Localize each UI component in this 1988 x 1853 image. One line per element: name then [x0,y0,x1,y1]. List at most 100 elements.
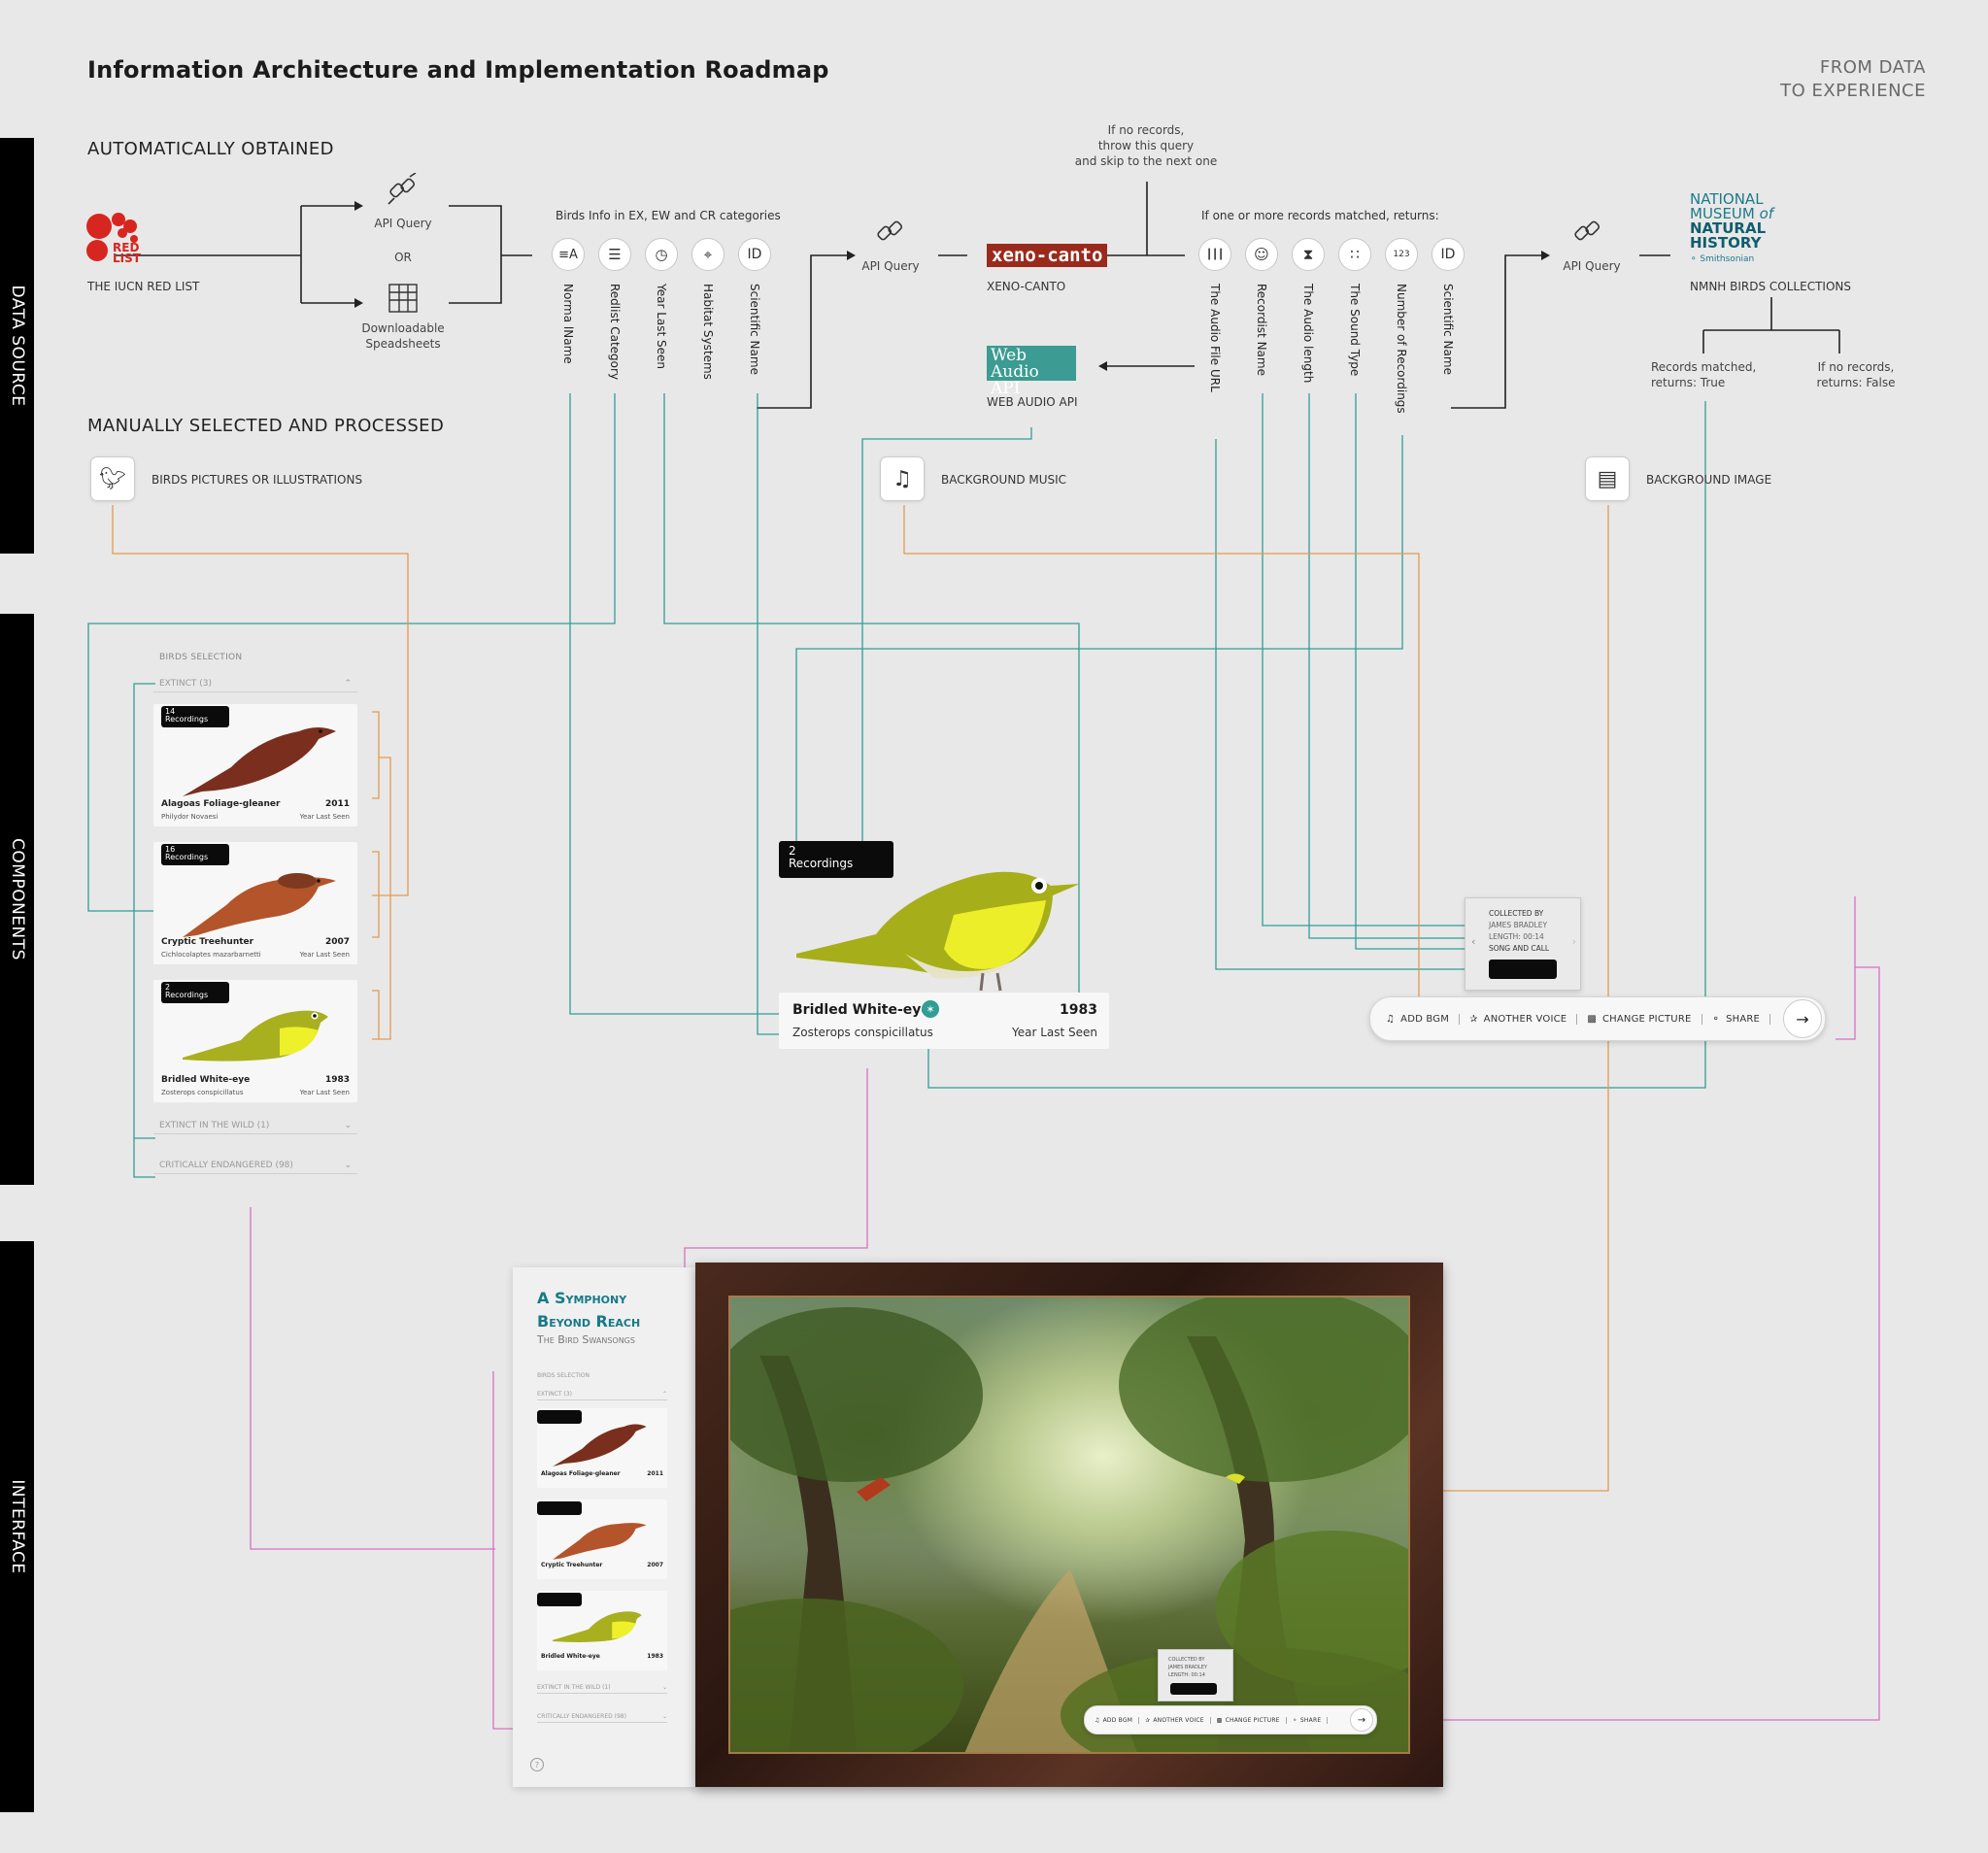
selection-heading: BIRDS SELECTION [159,653,243,662]
clock-icon: ◷ [645,238,678,271]
web-audio-label: WEB AUDIO API [987,395,1078,409]
manual-heading: MANUALLY SELECTED AND PROCESSED [87,416,445,436]
bird-illustration [183,727,336,796]
add-bgm-button[interactable]: ♫ADD BGM [1085,1716,1140,1724]
bird-year: 1983 [1060,1002,1097,1018]
chevron-left-icon[interactable]: ‹ [1471,935,1476,948]
action-toolbar: ♫ADD BGM ✰ANOTHER VOICE ▩CHANGE PICTURE … [1369,996,1826,1041]
field-scientific-name-2: Scientific Name [1441,284,1455,375]
number-icon: 123 [1385,238,1418,271]
next-arrow-button[interactable]: → [1350,1708,1373,1732]
mini-bird-card[interactable]: Cryptic Treehunter 2007 [537,1499,667,1579]
nmnh-logo: NATIONAL MUSEUM of NATURAL HISTORY ⚬ Smi… [1690,190,1774,265]
music-label: BACKGROUND MUSIC [941,473,1067,487]
critically-endangered-dropdown[interactable]: CRITICALLY ENDANGERED (98)⌄ [153,1158,357,1174]
field-recordist-name: Recordist Name [1255,284,1268,376]
field-audio-url: The Audio File URL [1208,284,1222,392]
field-normal-name: Norma lName [561,284,575,364]
chevron-down-icon: ⌄ [344,1121,352,1130]
field-habitat-systems: Habitat Systems [701,284,715,380]
records-label: If one or more records matched, returns: [1201,209,1439,222]
field-number-of-recordings: Number of Recordings [1395,284,1408,414]
bird-illustration [183,1010,328,1061]
bird-illustration [553,1424,647,1466]
bird-name: Bridled White-eye [792,1002,930,1018]
extinct-in-wild-dropdown[interactable]: EXTINCT IN THE WILD (1)⌄ [537,1682,667,1694]
music-icon: ♫ [880,456,925,501]
extinct-in-wild-dropdown[interactable]: EXTINCT IN THE WILD (1)⌄ [153,1118,357,1134]
bird-icon: ✰ [1469,1013,1478,1025]
add-bgm-button[interactable]: ♫ADD BGM [1370,1013,1461,1025]
field-audio-length: The Audio length [1301,284,1315,384]
chevron-up-icon: ⌃ [344,679,352,689]
bird-illustration [183,873,336,937]
hourglass-icon: ⧗ [1292,238,1325,271]
field-year-last-seen: Year Last Seen [655,284,668,370]
share-button[interactable]: ⚬SHARE [1702,1013,1771,1025]
api-query-label: API Query [374,217,432,230]
xeno-canto-logo: xeno-canto [987,244,1108,267]
api-query-label-2: API Query [861,259,920,273]
auto-heading: AUTOMATICALLY OBTAINED [87,139,334,159]
share-button[interactable]: ⚬SHARE [1287,1716,1329,1724]
another-voice-button[interactable]: ✰ANOTHER VOICE [1460,1013,1578,1025]
spreadsheet-icon [387,283,419,314]
recordings-badge [537,1410,582,1424]
forest-scene [730,1297,1408,1752]
image-label: BACKGROUND IMAGE [1646,473,1772,487]
birds-info-label: Birds Info in EX, EW and CR categories [556,209,781,222]
waveform-player[interactable] [1489,960,1557,979]
music-note-icon: ♫ [1095,1716,1100,1724]
chevron-right-icon[interactable]: › [1571,935,1576,948]
section-interface: INTERFACE [0,1241,34,1812]
xeno-canto-label: XENO-CANTO [987,280,1066,293]
section-data-source: DATA SOURCE [0,138,34,554]
recordings-badge [537,1501,582,1515]
another-voice-button[interactable]: ✰ANOTHER VOICE [1139,1716,1211,1724]
records-matched-true: Records matched,returns: True [1651,360,1757,389]
next-arrow-button[interactable]: → [1783,999,1822,1038]
location-pin-icon: ⌖ [691,238,724,271]
extinct-dropdown[interactable]: EXTINCT (3)⌃ [153,676,357,692]
plug-icon [872,216,907,251]
plug-icon [385,172,420,208]
share-icon: ⚬ [1711,1013,1721,1025]
picture-icon: ▩ [1587,1013,1597,1025]
mini-bird-card[interactable]: Alagoas Foliage-gleaner 2011 [537,1408,667,1488]
field-sound-type: The Sound Type [1348,284,1362,377]
critically-endangered-dropdown[interactable]: CRITICALLY ENDANGERED (98)⌄ [537,1711,667,1723]
grid-icon: ∷ [1338,238,1371,271]
change-picture-button[interactable]: ▩CHANGE PICTURE [1577,1013,1702,1025]
app-subtitle: The Bird Swansongs [537,1333,635,1346]
bird-illustration [553,1523,647,1560]
api-query-label-3: API Query [1563,259,1621,273]
list-icon: ☰ [598,238,631,271]
or-label: OR [394,251,412,264]
chevron-down-icon: ⌄ [344,1161,352,1170]
mini-bird-card[interactable]: Bridled White-eye 1983 [537,1591,667,1670]
text-icon: ≡A [552,238,585,271]
bird-illustration [553,1611,642,1642]
extinct-dropdown[interactable]: EXTINCT (3)⌃ [537,1389,667,1400]
change-picture-button[interactable]: ▩CHANGE PICTURE [1211,1716,1287,1724]
image-icon: ▤ [1585,456,1630,501]
help-icon[interactable]: ? [530,1758,544,1771]
